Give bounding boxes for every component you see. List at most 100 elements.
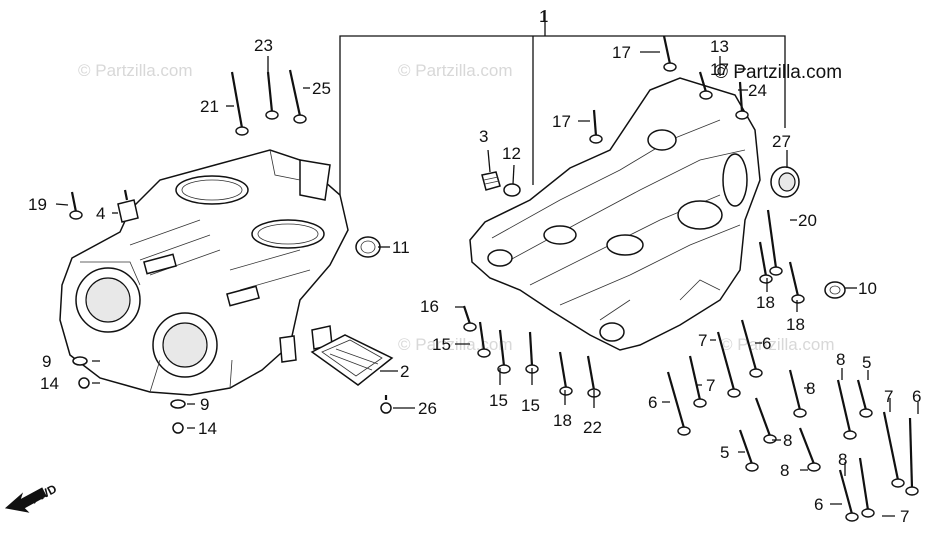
bolt-shank <box>666 371 686 429</box>
bolt-head[interactable] <box>663 62 677 72</box>
callout-15: 15 <box>521 396 540 415</box>
bolt-head[interactable] <box>699 90 713 100</box>
bolt-shank <box>788 261 800 297</box>
bolt-shank <box>882 411 900 481</box>
bolt-shank <box>858 457 870 511</box>
bolt-head[interactable] <box>235 126 249 136</box>
callout-16: 16 <box>420 297 439 316</box>
callout-17: 17 <box>710 60 729 79</box>
callout-17: 17 <box>552 112 571 131</box>
bolt-shank <box>738 81 744 113</box>
callout-8: 8 <box>806 379 815 398</box>
bolt-head[interactable] <box>735 110 749 120</box>
callout-18: 18 <box>786 315 805 334</box>
callout-4: 4 <box>96 204 105 223</box>
callout-5: 5 <box>720 443 729 462</box>
o-ring[interactable] <box>503 183 521 197</box>
bolt-head[interactable] <box>727 388 741 398</box>
callout-14: 14 <box>198 419 217 438</box>
bolt-shank <box>528 331 534 367</box>
crankcase-cap[interactable] <box>770 166 800 198</box>
bolt-shank <box>288 69 302 117</box>
callout-8: 8 <box>838 450 847 469</box>
oil-nipple[interactable] <box>117 189 139 223</box>
callout-12: 12 <box>502 144 521 163</box>
fwd-label: FWD <box>28 481 59 506</box>
bolt-shank <box>856 379 868 411</box>
upper-crankcase[interactable] <box>59 149 349 396</box>
callout-24: 24 <box>748 81 767 100</box>
bolt-head[interactable] <box>693 398 707 408</box>
breather-plate[interactable] <box>310 334 394 386</box>
oil-seal[interactable] <box>355 236 381 258</box>
bolt-shank <box>230 71 244 129</box>
bolt-shank <box>798 427 816 465</box>
callout-18: 18 <box>553 411 572 430</box>
lower-crankcase[interactable] <box>469 77 761 351</box>
bolt-head[interactable] <box>763 434 777 444</box>
bolt-shank <box>766 209 778 269</box>
bolt-head[interactable] <box>793 408 807 418</box>
bolt-head[interactable] <box>791 294 805 304</box>
callout-1: 1 <box>539 7 548 26</box>
callout-8: 8 <box>780 461 789 480</box>
watermark-text: © Partzilla.com <box>398 61 513 80</box>
callout-6: 6 <box>648 393 657 412</box>
drain-plug[interactable] <box>380 395 392 414</box>
partzilla-brand: © Partzilla.com <box>714 62 842 83</box>
dowel-pin[interactable] <box>481 171 501 191</box>
callout-10: 10 <box>858 279 877 298</box>
callout-7: 7 <box>698 331 707 350</box>
callout-20: 20 <box>798 211 817 230</box>
callout-9: 9 <box>200 395 209 414</box>
bolt-shank <box>662 35 672 65</box>
bolt-head[interactable] <box>843 430 857 440</box>
bolt-head[interactable] <box>293 114 307 124</box>
watermark-text: © Partzilla.com <box>720 335 835 354</box>
bolt-head[interactable] <box>265 110 279 120</box>
bolt-shank <box>788 369 802 411</box>
bolt-head[interactable] <box>745 462 759 472</box>
bolt-head[interactable] <box>559 386 573 396</box>
bolt-shank <box>688 355 702 401</box>
bolt-head[interactable] <box>905 486 919 496</box>
callout-8: 8 <box>836 350 845 369</box>
fwd-arrow-icon: FWD <box>4 481 59 513</box>
bolt-head[interactable] <box>497 364 511 374</box>
bolt-head[interactable] <box>759 274 773 284</box>
bolt-head[interactable] <box>769 266 783 276</box>
bolt-shank <box>838 469 854 515</box>
callout-5: 5 <box>862 353 871 372</box>
bolt-shank <box>738 429 754 465</box>
bolt-head[interactable] <box>861 508 875 518</box>
bolt-head[interactable] <box>589 134 603 144</box>
grommet[interactable] <box>824 281 846 299</box>
bolt-shank <box>586 355 596 391</box>
bolt-shank <box>498 329 506 367</box>
callout-9: 9 <box>42 352 51 371</box>
crankcase-bolts <box>69 35 919 522</box>
bolt-shank <box>70 191 78 213</box>
callout-27: 27 <box>772 132 791 151</box>
callout-15: 15 <box>489 391 508 410</box>
bolt-head[interactable] <box>69 210 83 220</box>
washers-nuts[interactable] <box>72 356 186 434</box>
bolt-head[interactable] <box>677 426 691 436</box>
bolt-head[interactable] <box>749 368 763 378</box>
callout-15: 15 <box>432 335 451 354</box>
bolt-head[interactable] <box>807 462 821 472</box>
callout-26: 26 <box>418 399 437 418</box>
bolt-head[interactable] <box>891 478 905 488</box>
callout-13: 13 <box>710 37 729 56</box>
callout-19: 19 <box>28 195 47 214</box>
bolt-shank <box>716 331 736 391</box>
bolt-head[interactable] <box>463 322 477 332</box>
bolt-head[interactable] <box>845 512 859 522</box>
bolt-shank <box>836 379 852 433</box>
bolt-head[interactable] <box>477 348 491 358</box>
bolt-head[interactable] <box>859 408 873 418</box>
callout-14: 14 <box>40 374 59 393</box>
callout-6: 6 <box>762 334 771 353</box>
